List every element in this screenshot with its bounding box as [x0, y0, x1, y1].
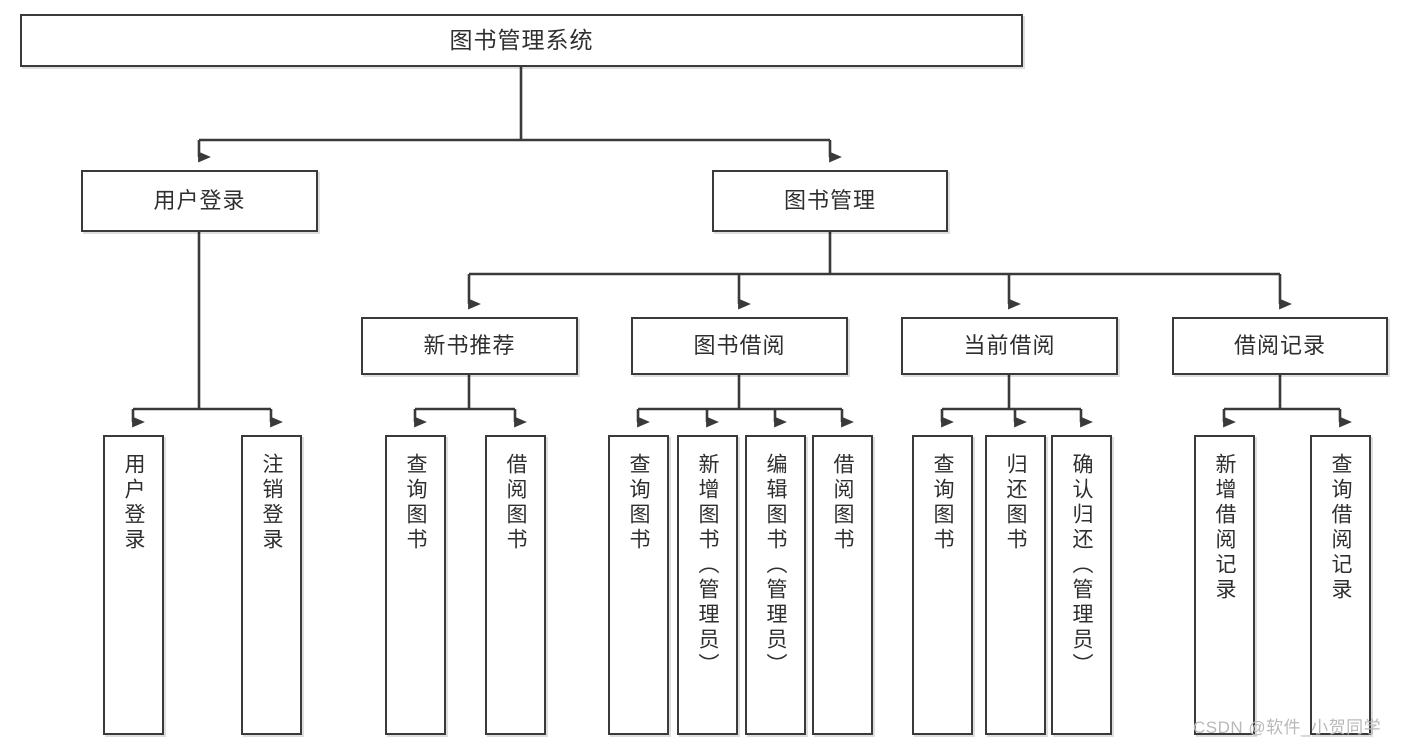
leaf-query-book-1-label: 查询图书	[404, 453, 427, 553]
leaf-confirm-return-label: 确认归还（管理员）	[1070, 453, 1093, 678]
leaf-query-book-2-label: 查询图书	[627, 453, 650, 553]
leaf-add-record[interactable]: 新增借阅记录	[1194, 435, 1255, 735]
leaf-edit-book[interactable]: 编辑图书（管理员）	[745, 435, 806, 735]
leaf-return-book[interactable]: 归还图书	[985, 435, 1046, 735]
leaf-user-logout-label: 注销登录	[260, 453, 283, 553]
node-new-book-recommend[interactable]: 新书推荐	[361, 317, 578, 375]
node-book-borrow[interactable]: 图书借阅	[631, 317, 848, 375]
node-root[interactable]: 图书管理系统	[20, 14, 1023, 67]
leaf-add-record-label: 新增借阅记录	[1213, 453, 1236, 603]
leaf-edit-book-label: 编辑图书（管理员）	[764, 453, 787, 678]
leaf-user-login[interactable]: 用户登录	[103, 435, 164, 735]
leaf-add-book-label: 新增图书（管理员）	[696, 453, 719, 678]
leaf-query-book-2[interactable]: 查询图书	[608, 435, 669, 735]
node-borrow-record[interactable]: 借阅记录	[1172, 317, 1388, 375]
node-borrow-record-label: 借阅记录	[1233, 333, 1326, 359]
leaf-user-logout[interactable]: 注销登录	[241, 435, 302, 735]
leaf-add-book[interactable]: 新增图书（管理员）	[677, 435, 738, 735]
watermark: CSDN @软件_小贺同学	[1193, 718, 1382, 737]
leaf-borrow-book-1[interactable]: 借阅图书	[485, 435, 546, 735]
node-current-borrow-label: 当前借阅	[963, 333, 1056, 359]
node-current-borrow[interactable]: 当前借阅	[901, 317, 1118, 375]
leaf-query-book-1[interactable]: 查询图书	[385, 435, 446, 735]
node-book-management-label: 图书管理	[783, 188, 876, 214]
leaf-query-book-3-label: 查询图书	[931, 453, 954, 553]
node-new-book-recommend-label: 新书推荐	[423, 333, 516, 359]
node-book-management[interactable]: 图书管理	[712, 170, 948, 232]
leaf-return-book-label: 归还图书	[1004, 453, 1027, 553]
node-user-login-label: 用户登录	[153, 188, 246, 214]
leaf-borrow-book-2-label: 借阅图书	[831, 453, 854, 553]
leaf-query-book-3[interactable]: 查询图书	[912, 435, 973, 735]
leaf-borrow-book-2[interactable]: 借阅图书	[812, 435, 873, 735]
leaf-user-login-label: 用户登录	[122, 453, 145, 553]
node-book-borrow-label: 图书借阅	[693, 333, 786, 359]
node-root-label: 图书管理系统	[449, 27, 594, 54]
node-user-login[interactable]: 用户登录	[81, 170, 318, 232]
leaf-query-record[interactable]: 查询借阅记录	[1310, 435, 1371, 735]
leaf-confirm-return[interactable]: 确认归还（管理员）	[1051, 435, 1112, 735]
leaf-query-record-label: 查询借阅记录	[1329, 453, 1352, 603]
leaf-borrow-book-1-label: 借阅图书	[504, 453, 527, 553]
